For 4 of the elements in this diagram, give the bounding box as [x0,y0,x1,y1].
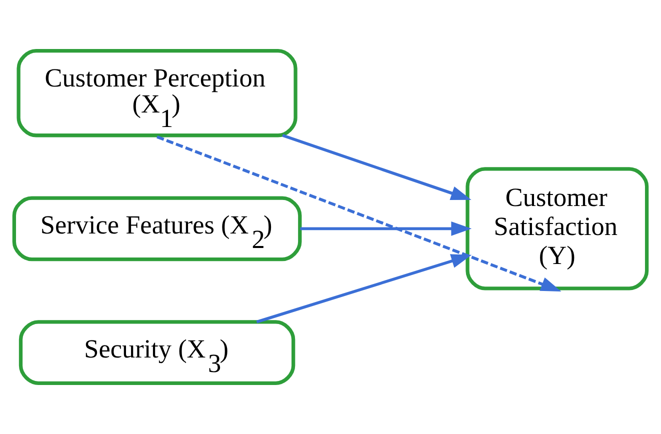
arrow [282,134,472,200]
arrow [156,135,562,292]
arrow [300,222,472,236]
arrow [256,254,472,324]
